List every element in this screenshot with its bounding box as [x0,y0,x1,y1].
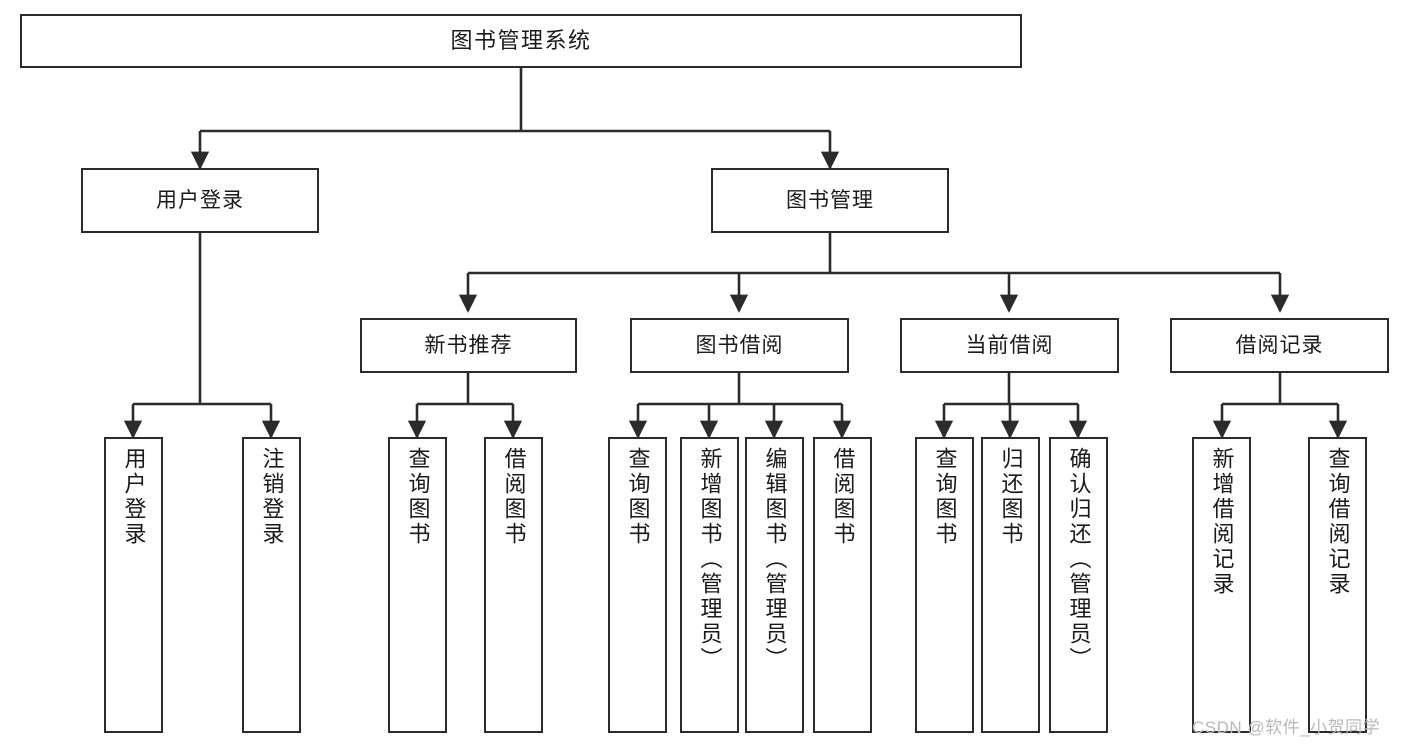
node-label: 查询图书 [405,447,431,547]
node-leaf-logout-login[interactable]: 注销登录 [242,437,301,733]
node-borrow-record[interactable]: 借阅记录 [1170,318,1389,373]
node-label: 查询借阅记录 [1325,447,1351,597]
node-label: 用户登录 [156,188,244,212]
node-leaf-add-borrow-record[interactable]: 新增借阅记录 [1192,437,1251,733]
node-label: 借阅记录 [1235,333,1324,357]
node-leaf-user-login[interactable]: 用户登录 [104,437,163,733]
node-book-manage[interactable]: 图书管理 [711,168,949,233]
node-book-borrow[interactable]: 图书借阅 [630,318,849,373]
node-leaf-edit-book-admin[interactable]: 编辑图书（管理员） [745,437,804,733]
node-leaf-return-book[interactable]: 归还图书 [981,437,1040,733]
node-label: 图书管理 [786,188,874,212]
node-leaf-query-book-current[interactable]: 查询图书 [915,437,974,733]
node-leaf-confirm-return-admin[interactable]: 确认归还（管理员） [1049,437,1108,733]
node-label: 查询图书 [932,447,958,547]
node-leaf-add-book-admin[interactable]: 新增图书（管理员） [680,437,739,733]
node-label: 图书管理系统 [450,27,592,53]
node-label: 借阅图书 [830,447,856,547]
node-label: 新书推荐 [424,333,513,357]
node-leaf-borrow-book-borrow[interactable]: 借阅图书 [813,437,872,733]
node-label: 借阅图书 [501,447,527,547]
node-new-book-recommend[interactable]: 新书推荐 [360,318,577,373]
node-leaf-borrow-book-recommend[interactable]: 借阅图书 [484,437,543,733]
node-label: 图书借阅 [695,333,784,357]
node-label: 注销登录 [259,447,285,547]
node-label: 新增借阅记录 [1209,447,1235,597]
node-leaf-query-book-recommend[interactable]: 查询图书 [388,437,447,733]
node-label: 归还图书 [998,447,1024,547]
node-label: 编辑图书（管理员） [762,447,788,672]
node-label: 新增图书（管理员） [697,447,723,672]
node-user-login[interactable]: 用户登录 [81,168,319,233]
node-label: 用户登录 [121,447,147,547]
node-leaf-query-borrow-record[interactable]: 查询借阅记录 [1308,437,1367,733]
node-root-book-management-system[interactable]: 图书管理系统 [20,14,1022,68]
node-current-borrow[interactable]: 当前借阅 [900,318,1119,373]
node-label: 当前借阅 [965,333,1054,357]
node-label: 确认归还（管理员） [1066,447,1092,672]
node-label: 查询图书 [625,447,651,547]
node-leaf-query-book-borrow[interactable]: 查询图书 [608,437,667,733]
